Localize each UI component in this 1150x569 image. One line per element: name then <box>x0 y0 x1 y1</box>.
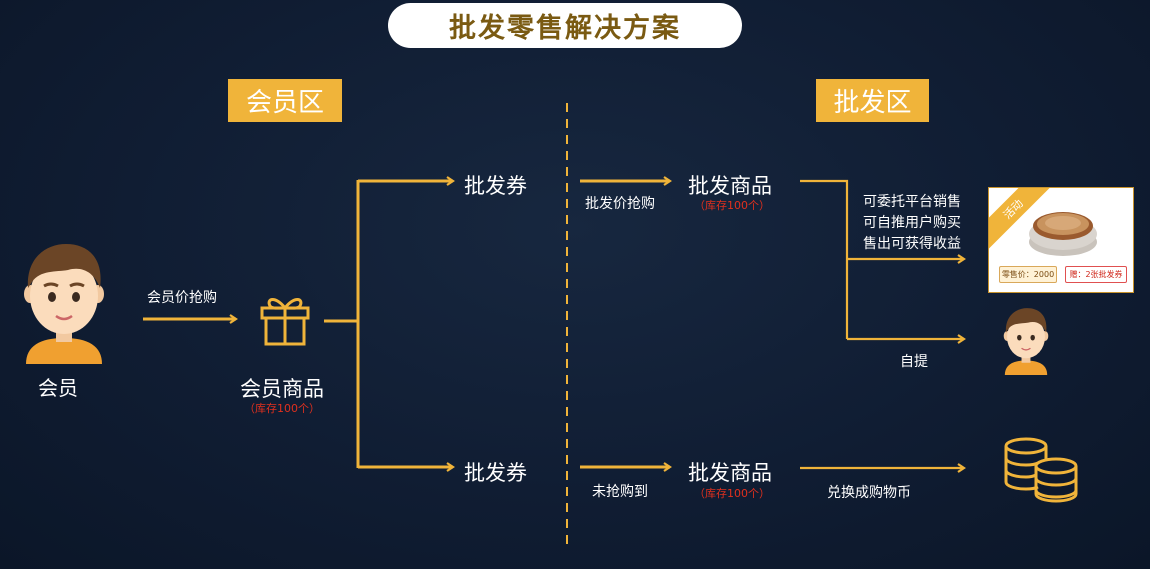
member-zone-badge: 会员区 <box>228 79 342 122</box>
member-goods-stock: （库存100个） <box>244 402 320 415</box>
product-image <box>1027 202 1099 266</box>
wholesale-goods-top-label: 批发商品 <box>688 174 772 198</box>
user-avatar-icon <box>1000 307 1052 375</box>
line-goods-to-outcomes <box>800 179 849 339</box>
outcome-text: 可委托平台销售 可自推用户购买 售出可获得收益 <box>863 192 961 255</box>
wholesale-buy-label: 批发价抢购 <box>585 196 655 212</box>
member-goods-label: 会员商品 <box>240 377 324 401</box>
outcome-line-1: 可委托平台销售 <box>863 194 961 210</box>
wholesale-zone-badge: 批发区 <box>816 79 929 122</box>
promo-price-tag: 零售价：2000 <box>999 266 1057 283</box>
coupon-top-label: 批发券 <box>464 174 527 198</box>
coupon-bottom-label: 批发券 <box>464 461 527 485</box>
member-zone-label: 会员区 <box>245 88 324 118</box>
promo-gift-tag: 赠：2张批发券 <box>1065 266 1127 283</box>
wholesale-goods-bottom-label: 批发商品 <box>688 461 772 485</box>
member-buy-label: 会员价抢购 <box>147 290 217 306</box>
outcome-line-3: 售出可获得收益 <box>863 236 961 252</box>
member-label: 会员 <box>38 376 78 400</box>
exchange-label: 兑换成购物币 <box>827 485 911 501</box>
promo-ribbon-label: 活动 <box>1000 196 1026 222</box>
wholesale-goods-bottom-stock: （库存100个） <box>694 487 770 500</box>
pickup-label: 自提 <box>900 354 928 370</box>
wholesale-goods-top-stock: （库存100个） <box>694 199 770 212</box>
page-title: 批发零售解决方案 <box>449 13 681 44</box>
not-grabbed-label: 未抢购到 <box>592 484 648 500</box>
promo-card: 活动 零售价：2000 赠：2张批发券 <box>988 187 1134 293</box>
outcome-line-2: 可自推用户购买 <box>863 215 961 231</box>
coins-icon <box>1002 434 1080 504</box>
gift-icon <box>258 292 312 346</box>
member-avatar-icon <box>18 242 110 364</box>
title-banner: 批发零售解决方案 <box>388 3 742 48</box>
wholesale-zone-label: 批发区 <box>833 88 912 118</box>
